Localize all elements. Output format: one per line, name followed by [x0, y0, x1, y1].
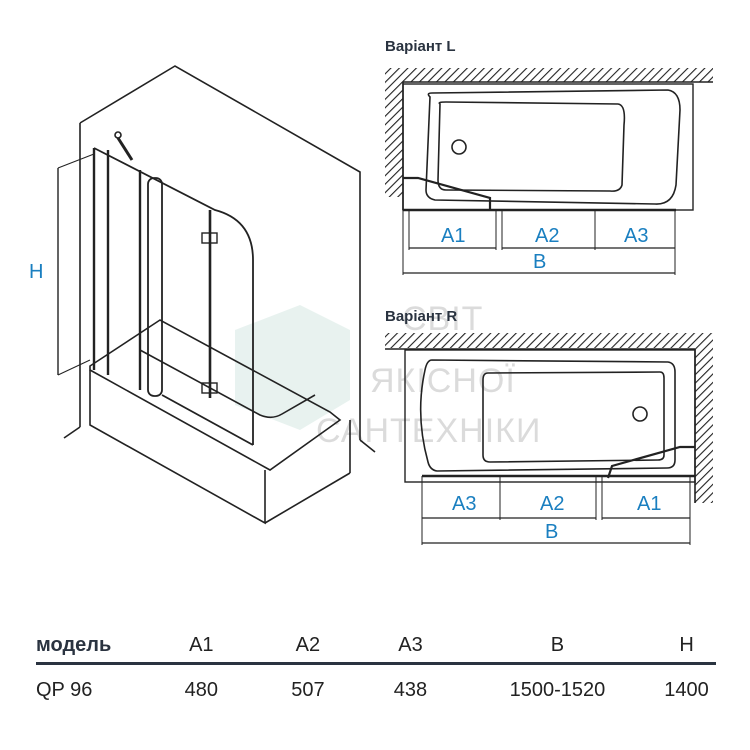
watermark-line2: ЯКІСНОЇ: [370, 362, 516, 400]
variant-l-title: Варіант L: [385, 38, 456, 55]
variant-l-plan: [385, 68, 713, 275]
variant-l-label-a3: A3: [624, 225, 648, 247]
header-b: B: [550, 633, 565, 656]
cell-a2: 507: [291, 678, 325, 701]
watermark-line3: САНТЕХНІКИ: [316, 412, 541, 450]
fixed-panel-l: [403, 176, 492, 210]
dimensions-table: модель A1 A2 A3 B H QP 96 480 507 438 15…: [36, 628, 716, 715]
shower-head-icon: [116, 137, 134, 161]
header-a2: A2: [295, 633, 321, 656]
isometric-view: [57, 65, 376, 525]
cell-b: 1500-1520: [509, 678, 606, 701]
drain-icon: [451, 139, 467, 155]
bathtub-outline: [419, 359, 676, 472]
variant-r-label-b: B: [545, 521, 558, 543]
hinge-bottom-icon: [201, 382, 218, 394]
header-model: модель: [36, 633, 112, 656]
bathtub-outline: [425, 89, 681, 205]
header-h: H: [679, 633, 694, 656]
variant-r-label-a3: A3: [452, 493, 476, 515]
cell-h: 1400: [664, 678, 709, 701]
cell-model: QP 96: [36, 678, 93, 701]
fixed-panel-r: [606, 445, 695, 479]
wall-hatch-left: [385, 82, 403, 197]
height-label: H: [29, 261, 43, 283]
back-wall: [79, 65, 361, 440]
variant-l-label-a1: A1: [441, 225, 465, 247]
variant-r-plan: [385, 333, 713, 545]
hinge-top-icon: [201, 232, 218, 244]
drain-icon: [632, 406, 648, 422]
hinge-profile: [147, 177, 163, 397]
header-a3: A3: [398, 633, 423, 656]
table-header: модель A1 A2 A3 B H: [36, 628, 716, 665]
tub-rim: [89, 319, 342, 471]
watermark-logo-icon: [235, 305, 350, 430]
variant-r-title: Варіант R: [385, 308, 457, 325]
variant-r-label-a2: A2: [540, 493, 564, 515]
watermark: СВІТ ЯКІСНОЇ САНТЕХНІКИ: [235, 300, 541, 450]
cell-a3: 438: [393, 678, 428, 701]
wall-hatch-top: [385, 68, 713, 82]
variant-l-label-b: B: [533, 251, 546, 273]
wall-hatch-right: [695, 348, 713, 503]
wall-hatch-top: [385, 333, 713, 348]
shower-screen: [92, 147, 254, 446]
variant-l-label-a2: A2: [535, 225, 559, 247]
cell-a1: 480: [184, 678, 218, 701]
variant-r-label-a1: A1: [637, 493, 661, 515]
table-row: QP 96 480 507 438 1500-1520 1400: [36, 665, 716, 715]
header-a1: A1: [189, 633, 214, 656]
watermark-line1: СВІТ: [402, 300, 483, 338]
